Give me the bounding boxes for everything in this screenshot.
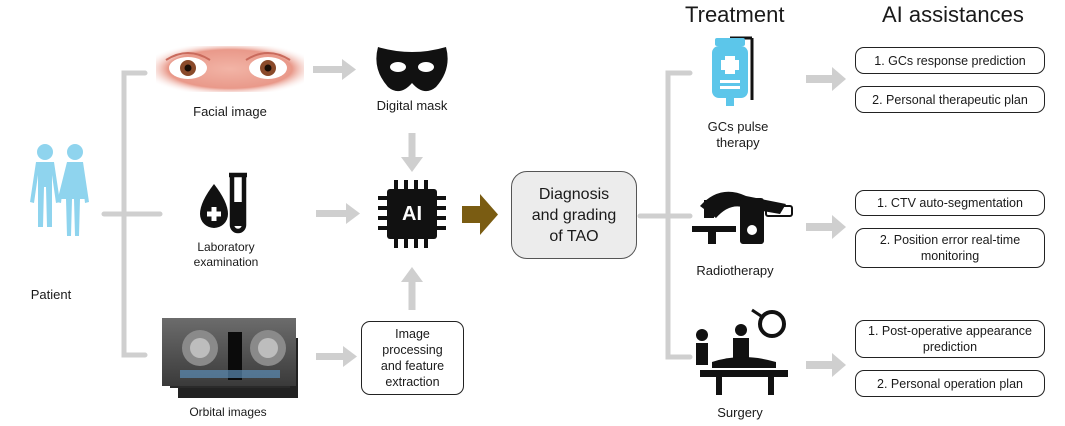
left-bracket [101, 70, 163, 358]
ai-box-post-operative: 1. Post-operative appearance prediction [855, 320, 1045, 358]
surgery-label: Surgery [717, 405, 763, 420]
treatment-heading: Treatment [685, 2, 785, 27]
orbital-images-label: Orbital images [189, 405, 267, 419]
laboratory-examination-label: Laboratory examination [193, 240, 259, 269]
ai-box-operation-plan: 2. Personal operation plan [855, 370, 1045, 397]
arrow-processing-to-ai [401, 267, 423, 310]
surgery-icon [696, 308, 788, 395]
ai-chip-label: AI [402, 203, 422, 225]
radiotherapy-label: Radiotherapy [696, 263, 774, 278]
ai-chip-icon [378, 180, 446, 248]
blood-drop-icon [200, 184, 228, 228]
digital-mask-label: Digital mask [376, 98, 448, 113]
ai-box-gcs-response: 1. GCs response prediction [855, 47, 1045, 74]
arrow-surgery-to-ai [806, 353, 846, 377]
right-bracket [637, 70, 693, 360]
ct-scan-image [162, 318, 298, 398]
human-figure-icon [30, 144, 89, 236]
arrow-facial-to-mask [313, 59, 356, 80]
radiotherapy-machine-icon [692, 191, 793, 244]
arrow-orbital-to-processing [316, 346, 357, 367]
arrow-gcs-to-ai [806, 67, 846, 91]
main-arrow [462, 194, 498, 235]
gcs-therapy-label: GCs pulse therapy [707, 119, 769, 150]
patient-label: Patient [30, 287, 72, 302]
diagnosis-box: Diagnosis and grading of TAO [511, 171, 637, 259]
arrow-mask-to-ai [401, 133, 423, 172]
grey-arrows [313, 59, 846, 377]
ai-box-ctv: 1. CTV auto-segmentation [855, 190, 1045, 216]
arrow-radio-to-ai [806, 215, 846, 239]
eyes-photo [156, 46, 304, 92]
ai-assistances-heading: AI assistances [882, 2, 1024, 27]
ai-box-gcs-plan: 2. Personal therapeutic plan [855, 86, 1045, 113]
image-processing-box: Image processing and feature extraction [361, 321, 464, 395]
mask-icon [376, 47, 448, 92]
iv-bag-icon [712, 36, 754, 106]
ai-box-position-error: 2. Position error real-time monitoring [855, 228, 1045, 268]
facial-image-label: Facial image [193, 104, 267, 119]
arrow-lab-to-ai [316, 203, 360, 224]
test-tube-icon [229, 172, 247, 234]
